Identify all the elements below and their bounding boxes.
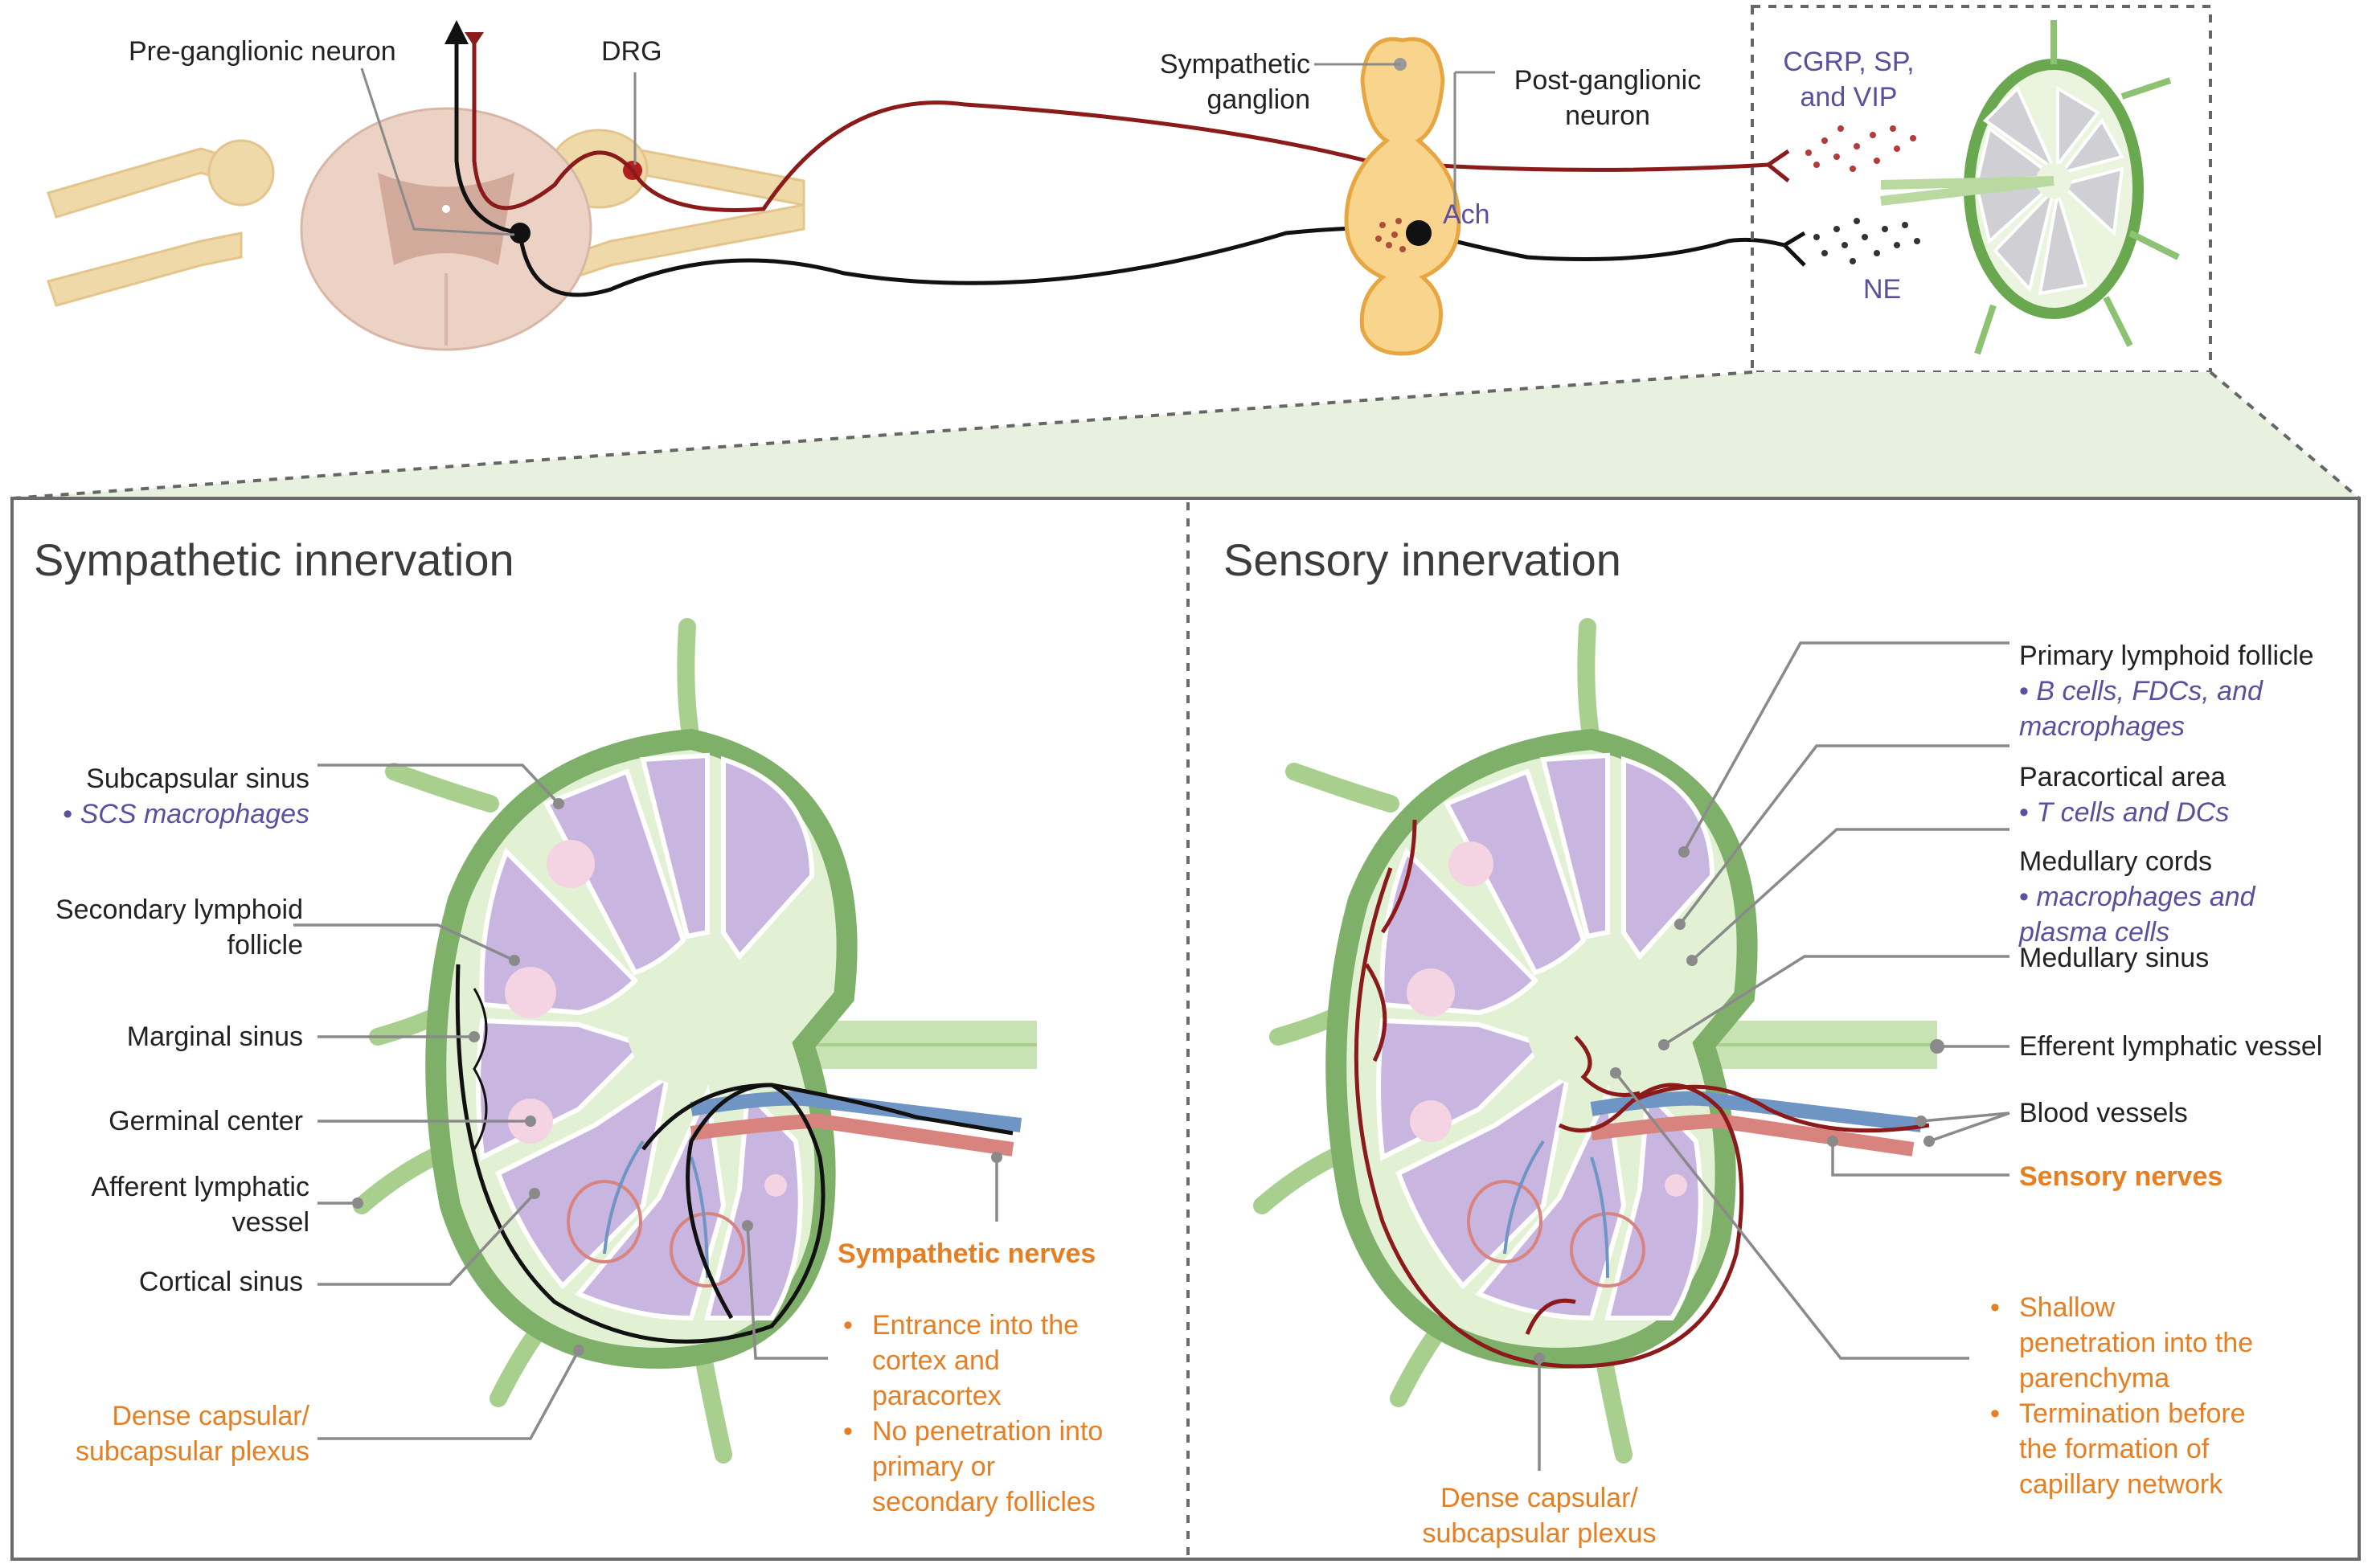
sympathetic-ganglion-label: Sympathetic ganglion [1159,49,1310,115]
right-leader-dots [1534,846,1944,1364]
sensory-nerves-label: Sensory nerves [2019,1161,2223,1192]
left-leaders [293,764,998,1440]
sensory-fiber [472,36,1769,212]
medullary-sinus-label: Medullary sinus [2019,943,2210,973]
subcapsular-sinus-sub: SCS macrophages [16,796,309,832]
dense-plexus-label-left: Dense capsular/ subcapsular plexus [75,1401,309,1467]
top-leaders [360,63,1495,236]
postganglionic-label: Post-ganglionic neuron [1514,65,1702,131]
drg-label: DRG [601,36,662,67]
mini-lymph-node [1880,20,2180,355]
preganglionic-label: Pre-ganglionic neuron [129,36,396,67]
left-leader-dots [352,798,1002,1356]
medullary-cords-label: Medullary cords macrophages and plasma c… [2019,809,2357,985]
ach-label: Ach [1443,199,1490,230]
paracortical-area-sub: T cells and DCs [2019,795,2357,830]
neuropeptide-dots [1805,125,1916,172]
right-lymph-node [1253,618,1937,1464]
spinal-cord [300,107,592,351]
sympathetic-fiber [444,19,1785,297]
left-panel-title: Sympathetic innervation [34,534,514,585]
sensory-bullet-1: Shallow penetration into the parenchyma [1987,1290,2341,1396]
primary-follicle-text: Primary lymphoid follicle [2019,641,2314,671]
efferent-vessel-label: Efferent lymphatic vessel [2019,1031,2323,1062]
ne-label: NE [1863,274,1902,305]
neuropeptides-label: CGRP, SP, and VIP [1783,47,1915,113]
zoom-trapezoid [12,372,2359,498]
secondary-follicle-label: Secondary lymphoid follicle [55,895,303,960]
germinal-center-label: Germinal center [109,1106,303,1136]
sympathetic-bullet-2: No penetration into primary or secondary… [840,1414,1178,1520]
paracortical-area-text: Paracortical area [2019,762,2227,792]
sensory-nerves-bullets: Shallow penetration into the parenchyma … [1987,1290,2341,1502]
paracortical-area-label: Paracortical area T cells and DCs [2019,724,2357,866]
sympathetic-nerves-label: Sympathetic nerves [838,1238,1096,1269]
primary-follicle-label: Primary lymphoid follicle B cells, FDCs,… [2019,603,2357,780]
sympathetic-ganglion [1344,37,1461,356]
right-leaders [1538,641,2010,1471]
afferent-vessel-label: Afferent lymphatic vessel [91,1172,309,1238]
sympathetic-nerves-bullets: Entrance into the cortex and paracortex … [840,1308,1178,1520]
right-panel-title: Sensory innervation [1223,534,1621,585]
medullary-cords-sub: macrophages and plasma cells [2019,879,2357,950]
sympathetic-bullet-1: Entrance into the cortex and paracortex [840,1308,1178,1414]
subcapsular-sinus-text: Subcapsular sinus [86,764,309,794]
ne-dots [1813,218,1920,264]
blood-vessels-label: Blood vessels [2019,1098,2188,1128]
primary-follicle-sub: B cells, FDCs, and macrophages [2019,673,2357,744]
subcapsular-sinus-label: Subcapsular sinus SCS macrophages [16,726,309,867]
marginal-sinus-label: Marginal sinus [126,1021,303,1052]
medullary-cords-text: Medullary cords [2019,846,2212,877]
cortical-sinus-label: Cortical sinus [138,1267,303,1297]
sensory-bullet-2: Termination before the formation of capi… [1987,1396,2341,1502]
dense-plexus-label-right: Dense capsular/ subcapsular plexus [1422,1483,1657,1549]
left-lymph-node [353,618,1037,1464]
